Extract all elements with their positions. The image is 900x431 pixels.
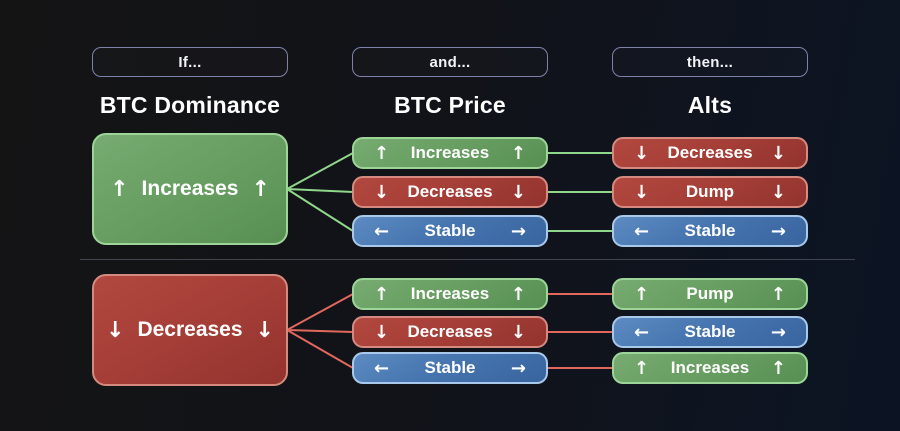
pill-label: Decreases bbox=[407, 182, 493, 201]
up-arrow-icon: ↑ bbox=[510, 142, 526, 164]
up-arrow-icon: ↑ bbox=[634, 283, 650, 305]
down-arrow-icon: ↓ bbox=[106, 317, 125, 343]
left-arrow-icon: ← bbox=[634, 220, 650, 242]
up-arrow-icon: ↑ bbox=[510, 283, 526, 305]
down-arrow-icon: ↓ bbox=[510, 181, 526, 203]
up-arrow-icon: ↑ bbox=[110, 176, 129, 202]
dominance-label: Decreases bbox=[137, 318, 243, 341]
left-arrow-icon: ← bbox=[634, 321, 650, 343]
btc-price-stable-pill: ← Stable → bbox=[352, 352, 548, 384]
alts-stable-pill: ← Stable → bbox=[612, 316, 808, 348]
up-arrow-icon: ↑ bbox=[374, 142, 390, 164]
dominance-label: Increases bbox=[141, 177, 239, 200]
down-arrow-icon: ↓ bbox=[510, 321, 526, 343]
right-arrow-icon: → bbox=[770, 220, 786, 242]
up-arrow-icon: ↑ bbox=[634, 357, 650, 379]
down-arrow-icon: ↓ bbox=[770, 142, 786, 164]
pill-label: Increases bbox=[410, 143, 490, 162]
alts-decreases-pill: ↓ Decreases ↓ bbox=[612, 137, 808, 169]
pill-label: Dump bbox=[685, 182, 735, 201]
left-arrow-icon: ← bbox=[374, 357, 390, 379]
alts-stable-pill: ← Stable → bbox=[612, 215, 808, 247]
btc-price-increases-pill: ↑ Increases ↑ bbox=[352, 137, 548, 169]
btc-price-increases-pill: ↑ Increases ↑ bbox=[352, 278, 548, 310]
column-title-btc-dominance: BTC Dominance bbox=[99, 92, 281, 118]
btc-price-stable-pill: ← Stable → bbox=[352, 215, 548, 247]
down-arrow-icon: ↓ bbox=[634, 181, 650, 203]
left-arrow-icon: ← bbox=[374, 220, 390, 242]
down-arrow-icon: ↓ bbox=[374, 321, 390, 343]
right-arrow-icon: → bbox=[770, 321, 786, 343]
down-arrow-icon: ↓ bbox=[770, 181, 786, 203]
btc-price-decreases-pill: ↓ Decreases ↓ bbox=[352, 176, 548, 208]
right-arrow-icon: → bbox=[510, 220, 526, 242]
down-arrow-icon: ↓ bbox=[255, 317, 274, 343]
pill-label: Stable bbox=[424, 358, 476, 377]
tag-label: and... bbox=[429, 53, 471, 71]
down-arrow-icon: ↓ bbox=[634, 142, 650, 164]
right-arrow-icon: → bbox=[510, 357, 526, 379]
alts-dump-pill: ↓ Dump ↓ bbox=[612, 176, 808, 208]
up-arrow-icon: ↑ bbox=[770, 283, 786, 305]
column-title-btc-price: BTC Price bbox=[394, 92, 506, 118]
alts-pump-pill: ↑ Pump ↑ bbox=[612, 278, 808, 310]
pill-label: Increases bbox=[670, 358, 750, 377]
down-arrow-icon: ↓ bbox=[374, 181, 390, 203]
column-title-alts: Alts bbox=[687, 92, 733, 118]
pill-label: Increases bbox=[410, 284, 490, 303]
alts-increases-pill: ↑ Increases ↑ bbox=[612, 352, 808, 384]
section-divider bbox=[80, 259, 855, 260]
pill-label: Stable bbox=[424, 221, 476, 240]
up-arrow-icon: ↑ bbox=[251, 176, 270, 202]
dominance-increases-box: ↑ Increases ↑ bbox=[92, 133, 288, 245]
column-tag-if: If... bbox=[92, 47, 288, 77]
dominance-decreases-box: ↓ Decreases ↓ bbox=[92, 274, 288, 386]
pill-label: Decreases bbox=[667, 143, 753, 162]
up-arrow-icon: ↑ bbox=[374, 283, 390, 305]
pill-label: Pump bbox=[686, 284, 734, 303]
column-tag-and: and... bbox=[352, 47, 548, 77]
btc-price-decreases-pill: ↓ Decreases ↓ bbox=[352, 316, 548, 348]
column-tag-then: then... bbox=[612, 47, 808, 77]
pill-label: Stable bbox=[684, 221, 736, 240]
tag-label: If... bbox=[178, 53, 202, 71]
tag-label: then... bbox=[686, 53, 734, 71]
up-arrow-icon: ↑ bbox=[770, 357, 786, 379]
pill-label: Stable bbox=[684, 322, 736, 341]
pill-label: Decreases bbox=[407, 322, 493, 341]
